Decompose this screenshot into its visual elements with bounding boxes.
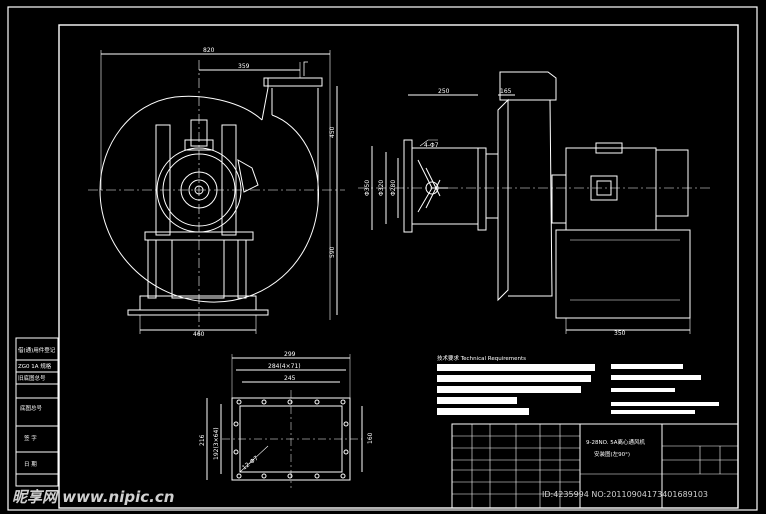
watermark-site: 昵享网 www.nipic.cn <box>12 488 174 506</box>
inner-border <box>58 24 739 509</box>
left-table-row-1: 借(通)用件登记 <box>18 346 56 354</box>
left-table <box>15 337 59 487</box>
dim-flange-height-right: 160 <box>367 432 374 444</box>
left-table-row-2: ZG0 1A 规格 <box>18 362 52 370</box>
title-line-2: 安装图(左90°) <box>594 450 630 458</box>
title-line-1: 9-28NO. 5A离心通风机 <box>586 438 645 446</box>
title-block <box>451 423 739 509</box>
requirements-heading: 技术要求 Technical Requirements <box>437 354 526 362</box>
dim-front-top-height: 450 <box>329 126 336 138</box>
left-table-row-4: 底图总号 <box>20 404 43 412</box>
dim-flange-bolt-spacing: 284(4×71) <box>268 363 301 370</box>
left-table-row-5: 签 字 <box>24 434 37 442</box>
dim-front-base-width: 460 <box>193 331 205 338</box>
dim-side-outlet-width: 250 <box>438 88 450 95</box>
dim-flange-bolt-note: 12-Φ7 <box>241 455 260 472</box>
dim-flange-inner-width: 245 <box>284 375 296 382</box>
requirements-bars <box>437 364 719 415</box>
dim-side-bolt-note: 4-Φ7 <box>424 142 439 149</box>
dim-side-motor-base: 350 <box>614 330 626 337</box>
flange-view <box>206 354 363 488</box>
left-table-row-6: 日 期 <box>24 461 37 468</box>
dim-side-outlet-offset: 165 <box>500 88 512 95</box>
dim-front-width: 820 <box>203 47 215 54</box>
dim-side-dia-inner: Φ280 <box>390 180 397 196</box>
dim-front-outlet-offset: 359 <box>238 63 250 70</box>
left-table-row-3: 旧底图总号 <box>18 374 46 382</box>
outer-border <box>7 6 758 511</box>
dim-flange-bolt-spacing-vertical: 192(3×64) <box>213 427 220 460</box>
dim-side-dia-mid: Φ320 <box>378 180 385 196</box>
watermark-id: ID:4235994 NO:20110904173401689103 <box>542 490 708 499</box>
front-view <box>88 50 345 335</box>
dim-flange-height-left: 216 <box>199 434 206 446</box>
dim-side-dia-outer: Φ350 <box>364 180 371 196</box>
side-view <box>358 71 712 334</box>
dim-front-total-height: 590 <box>329 246 336 258</box>
dim-flange-outer-width: 299 <box>284 351 296 358</box>
